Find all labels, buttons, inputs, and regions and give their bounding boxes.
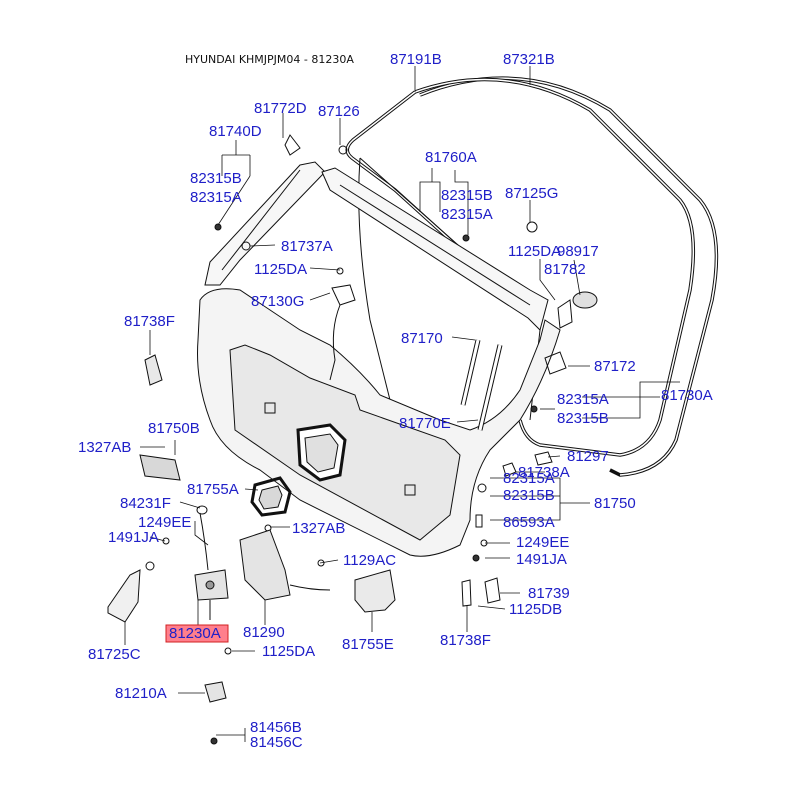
part-label-81738f-1[interactable]: 81738F [124, 313, 175, 330]
part-label-81230a[interactable]: 81230A [169, 625, 221, 642]
highlight-81230a-box [165, 624, 229, 643]
part-label-82315a-1[interactable]: 82315A [190, 189, 242, 206]
part-label-81755a[interactable]: 81755A [187, 481, 239, 498]
part-label-87170[interactable]: 87170 [401, 330, 443, 347]
actuator-81750b [139, 454, 181, 481]
part-label-81740d[interactable]: 81740D [209, 123, 262, 140]
part-label-1249ee-2[interactable]: 1249EE [516, 534, 569, 551]
part-label-84231f[interactable]: 84231F [120, 495, 171, 512]
part-label-81456b[interactable]: 81456B [250, 719, 302, 736]
part-label-1491ja-1[interactable]: 1491JA [108, 529, 159, 546]
part-label-87130g[interactable]: 87130G [251, 293, 304, 310]
trim-81760a [321, 167, 549, 331]
trim-81740d [204, 161, 326, 286]
part-label-81737a[interactable]: 81737A [281, 238, 333, 255]
part-label-81782[interactable]: 81782 [544, 261, 586, 278]
bracket-81782 [557, 299, 573, 329]
bracket-81725c [107, 569, 141, 623]
part-label-82315a-2[interactable]: 82315A [441, 206, 493, 223]
part-label-1125da-2[interactable]: 1125DA [508, 243, 561, 260]
part-label-81290[interactable]: 81290 [243, 624, 285, 641]
part-label-81760a[interactable]: 81760A [425, 149, 477, 166]
part-label-82315b-3[interactable]: 82315B [557, 410, 609, 427]
diagram-title: HYUNDAI KHMJPJM04 - 81230A [185, 53, 354, 66]
part-label-1327ab-2[interactable]: 1327AB [292, 520, 345, 537]
part-label-81750[interactable]: 81750 [594, 495, 636, 512]
part-label-81772d[interactable]: 81772D [254, 100, 307, 117]
part-label-81739[interactable]: 81739 [528, 585, 570, 602]
part-label-98917[interactable]: 98917 [557, 243, 599, 260]
part-label-1129ac[interactable]: 1129AC [343, 552, 396, 569]
part-label-1125da-3[interactable]: 1125DA [262, 643, 315, 660]
part-label-81730a[interactable]: 81730A [661, 387, 713, 404]
part-label-81770e[interactable]: 81770E [399, 415, 451, 432]
plug-84231f [196, 505, 208, 515]
bumper-81738f [144, 354, 163, 386]
part-label-1249ee-1[interactable]: 1249EE [138, 514, 191, 531]
part-label-81456c[interactable]: 81456C [250, 734, 303, 751]
part-label-86593a[interactable]: 86593A [503, 514, 555, 531]
part-label-81297[interactable]: 81297 [567, 448, 609, 465]
part-label-82315a-4[interactable]: 82315A [503, 470, 555, 487]
part-label-82315a-3[interactable]: 82315A [557, 391, 609, 408]
part-label-82315b-1[interactable]: 82315B [190, 170, 242, 187]
striker-81210a [204, 681, 227, 703]
washer-87130g [331, 284, 356, 306]
part-label-87172[interactable]: 87172 [594, 358, 636, 375]
part-label-1125da-1[interactable]: 1125DA [254, 261, 307, 278]
part-label-81750b[interactable]: 81750B [148, 420, 200, 437]
part-label-81755e[interactable]: 81755E [342, 636, 394, 653]
part-label-82315b-2[interactable]: 82315B [441, 187, 493, 204]
handle-cover-81755a [250, 476, 292, 517]
part-label-87191b[interactable]: 87191B [390, 51, 442, 68]
bracket-87172 [544, 351, 567, 375]
part-label-82315b-4[interactable]: 82315B [503, 487, 555, 504]
part-label-1125db[interactable]: 1125DB [509, 601, 562, 618]
cap-98917 [572, 291, 598, 309]
part-label-81210a[interactable]: 81210A [115, 685, 167, 702]
part-label-81738a[interactable]: 81738A [518, 464, 570, 481]
latch-81290 [239, 529, 291, 601]
part-label-81738f-2[interactable]: 81738F [440, 632, 491, 649]
part-label-87321b[interactable]: 87321B [503, 51, 555, 68]
part-label-87125g[interactable]: 87125G [505, 185, 558, 202]
part-label-1327ab-1[interactable]: 1327AB [78, 439, 131, 456]
part-label-81725c[interactable]: 81725C [88, 646, 141, 663]
bracket-81739 [484, 577, 501, 604]
part-label-1491ja-2[interactable]: 1491JA [516, 551, 567, 568]
part-label-87126[interactable]: 87126 [318, 103, 360, 120]
cover-81755e [354, 569, 396, 613]
bumper-81738f-right [461, 579, 472, 607]
